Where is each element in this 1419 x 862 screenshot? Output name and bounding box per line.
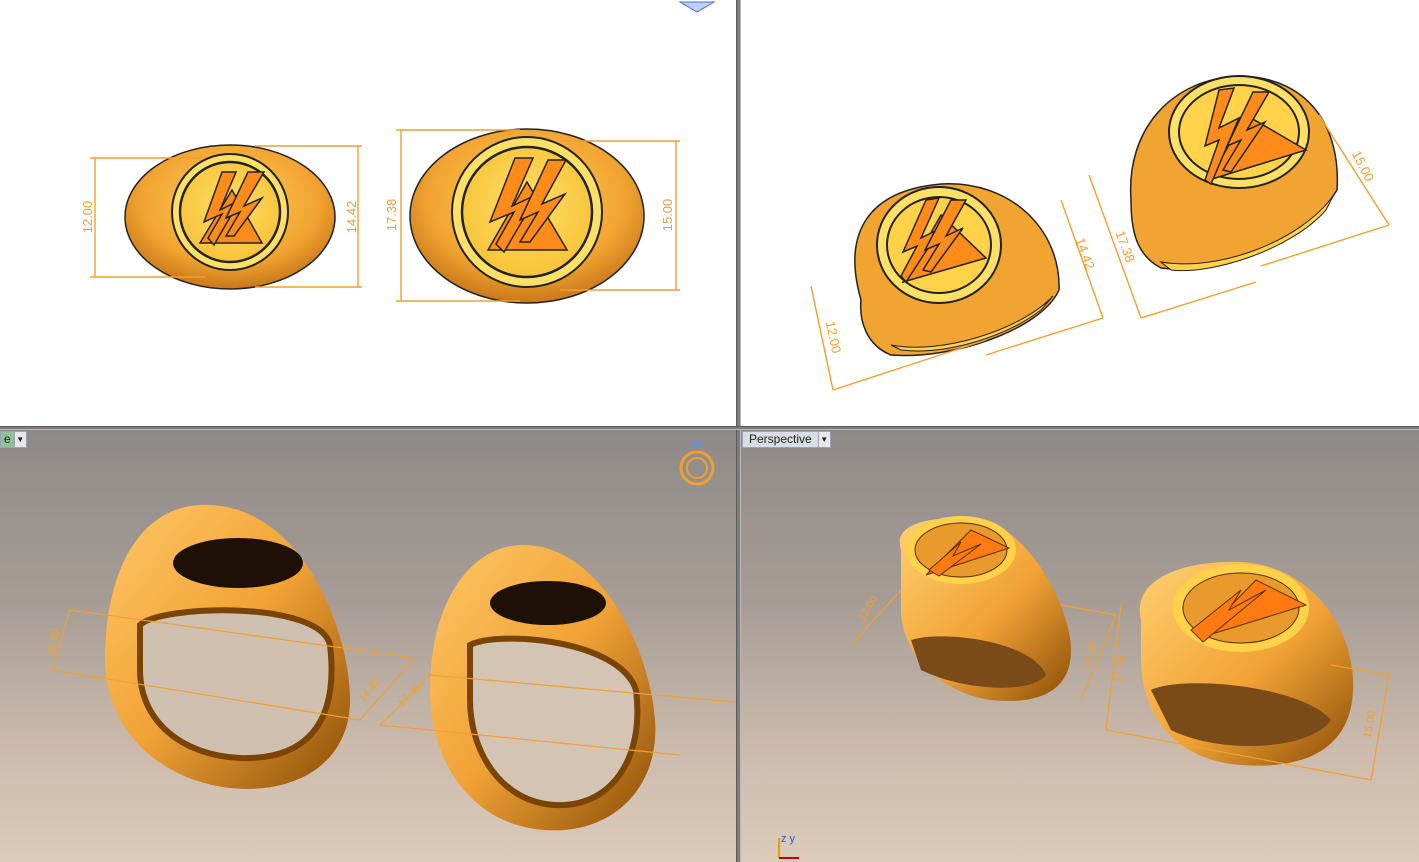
dimension-lines-ring-small [90,145,362,288]
ring-small-front [124,144,336,290]
dim-label-iso-1: 15.00 [1349,148,1377,184]
dim-label-persp-3: 17.38 [1112,655,1129,684]
iso-view-canvas: 15.00 14.42 12.00 17.38 [810,75,1390,391]
viewport-bottom-left[interactable]: 12.00 14.42 17.38 [0,430,736,862]
dimension-lines-shaded [51,609,736,756]
dim-label-shaded-2: 14.42 [356,676,383,705]
viewport-top-right[interactable]: 15.00 14.42 12.00 17.38 [741,0,1419,426]
dim-label-2: 14.42 [344,201,359,234]
dim-label-persp-2: 14.42 [1081,639,1100,669]
viewport-label[interactable]: e [0,431,15,448]
viewport-bottom-right[interactable]: 12.00 14.42 17.38 15.00 z y [741,430,1419,862]
axis-triad-icon: z y [778,833,799,859]
viewport-splitter-horizontal[interactable] [0,426,1419,430]
ring-gizmo-icon[interactable] [679,442,715,486]
axis-label: z y [781,833,796,845]
view-cube-icon[interactable] [678,1,716,13]
viewport-menu-bottom-left[interactable]: e ▼ [0,431,27,448]
chevron-down-icon[interactable]: ▼ [14,431,27,448]
viewport-menu-bottom-right[interactable]: Perspective ▼ [742,431,831,448]
front-view-canvas: 12.00 14.42 17.38 15.00 [80,1,716,304]
dim-label-shaded-1: 12.00 [44,627,63,657]
ring-shaded-left [105,504,350,789]
ring-small-iso [854,183,1060,357]
viewport-splitter-vertical[interactable] [736,0,741,862]
ring-shaded-right [430,544,656,831]
dim-label-4: 15.00 [660,199,675,232]
dim-label-3: 17.38 [384,199,399,232]
chevron-down-icon[interactable]: ▼ [818,431,831,448]
ring-perspective-large [1139,561,1354,766]
viewport-top-left[interactable]: 12.00 14.42 17.38 15.00 [0,0,736,426]
ring-perspective-small [899,516,1071,701]
perspective-canvas: 12.00 14.42 17.38 15.00 z y [778,516,1390,859]
dim-label-persp-1: 12.00 [856,594,880,624]
dim-label-1: 12.00 [80,201,95,234]
dimension-lines-ring-large [396,129,680,302]
ring-large-front [409,128,645,304]
dimension-lines-iso [810,114,1390,391]
dim-label-iso-3: 12.00 [823,320,844,355]
dim-label-iso-2: 14.42 [1073,236,1098,272]
dim-label-persp-4: 15.00 [1362,710,1379,739]
ring-large-iso [1129,75,1339,272]
shaded-back-canvas: 12.00 14.42 17.38 [44,442,736,831]
viewport-label[interactable]: Perspective [742,431,819,448]
dimension-lines-perspective [850,589,1390,781]
